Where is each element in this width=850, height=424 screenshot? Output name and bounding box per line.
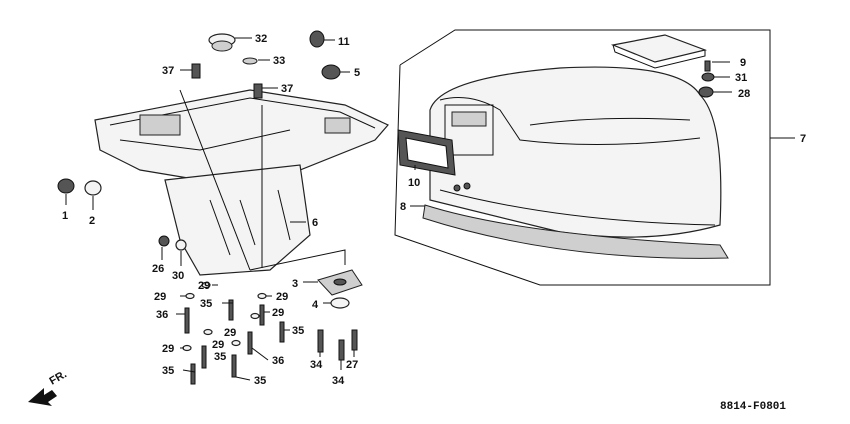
callout-10: 10 [408, 177, 420, 189]
callout-9: 9 [740, 57, 746, 69]
callout-36: 36 [156, 309, 168, 321]
callout-28: 28 [738, 88, 750, 100]
callout-6: 6 [312, 217, 318, 229]
rubber-plug[interactable] [309, 30, 325, 48]
maintenance-lid[interactable] [610, 34, 708, 63]
engine-cover-assembly [394, 29, 771, 286]
grommet[interactable] [84, 180, 102, 196]
callout-3: 3 [292, 278, 298, 290]
direction-label: FR. [48, 368, 69, 387]
callout-29: 29 [272, 307, 284, 319]
callout-4: 4 [312, 299, 319, 311]
washer[interactable] [250, 312, 260, 320]
cover-seal[interactable] [422, 204, 729, 259]
washer[interactable] [231, 339, 241, 347]
callout-2: 2 [89, 215, 95, 227]
callout-labels: 1 2 3 4 5 6 7 8 9 10 11 26 27 28 30 31 3… [62, 33, 806, 387]
bolt[interactable] [259, 304, 265, 326]
callout-35: 35 [254, 375, 266, 387]
lower-case-skirt[interactable] [164, 164, 311, 276]
callout-5: 5 [354, 67, 360, 79]
bolt[interactable] [201, 345, 207, 369]
front-direction-arrow: FR. [28, 368, 69, 406]
washer[interactable] [182, 344, 192, 352]
bracket[interactable] [321, 64, 341, 80]
callout-35: 35 [214, 351, 226, 363]
callout-29: 29 [224, 327, 236, 339]
callout-37: 37 [162, 65, 174, 77]
bolt[interactable] [190, 363, 196, 385]
callout-29: 29 [212, 339, 224, 351]
callout-11: 11 [338, 36, 350, 48]
washer[interactable] [203, 328, 213, 336]
screw[interactable] [704, 60, 711, 72]
bolt[interactable] [338, 339, 345, 361]
bolt[interactable] [231, 354, 237, 378]
callout-29: 29 [276, 291, 288, 303]
callout-27: 27 [346, 359, 358, 371]
leader-lines [65, 37, 795, 381]
engine-cover[interactable] [429, 66, 722, 238]
washer[interactable] [701, 72, 715, 82]
callout-29: 29 [198, 280, 210, 292]
washer[interactable] [185, 292, 195, 300]
washer[interactable] [201, 281, 211, 289]
dowel-pin[interactable] [191, 63, 201, 79]
washer[interactable] [257, 292, 267, 300]
callout-7: 7 [800, 133, 806, 145]
bolt[interactable] [351, 329, 358, 351]
bolt[interactable] [184, 307, 190, 334]
rubber-mount[interactable] [698, 86, 714, 98]
callout-34: 34 [310, 359, 323, 371]
lower-case-tray[interactable] [94, 89, 389, 181]
dowel-pin[interactable] [253, 83, 263, 99]
gasket[interactable] [330, 297, 350, 309]
callout-31: 31 [735, 72, 747, 84]
callout-26: 26 [152, 263, 164, 275]
callout-34: 34 [332, 375, 345, 387]
callout-29: 29 [162, 343, 174, 355]
bolt[interactable] [247, 331, 253, 355]
figure-code: 8814-F0801 [720, 401, 786, 413]
callout-8: 8 [400, 201, 406, 213]
bolt[interactable] [228, 299, 234, 321]
callout-29: 29 [154, 291, 166, 303]
callout-33: 33 [273, 55, 285, 67]
callout-30: 30 [172, 270, 184, 282]
callout-1: 1 [62, 210, 68, 222]
o-ring[interactable] [242, 57, 258, 65]
callout-35: 35 [292, 325, 304, 337]
callout-36: 36 [272, 355, 284, 367]
callout-37: 37 [281, 83, 293, 95]
plug[interactable] [57, 178, 75, 194]
bolt[interactable] [317, 329, 324, 353]
callout-35: 35 [162, 365, 174, 377]
callout-35: 35 [200, 298, 212, 310]
callout-32: 32 [255, 33, 267, 45]
arrow-icon [28, 388, 57, 406]
washer[interactable] [175, 239, 187, 251]
washer[interactable] [158, 235, 170, 247]
bolt[interactable] [279, 321, 285, 343]
small-parts [57, 30, 363, 385]
